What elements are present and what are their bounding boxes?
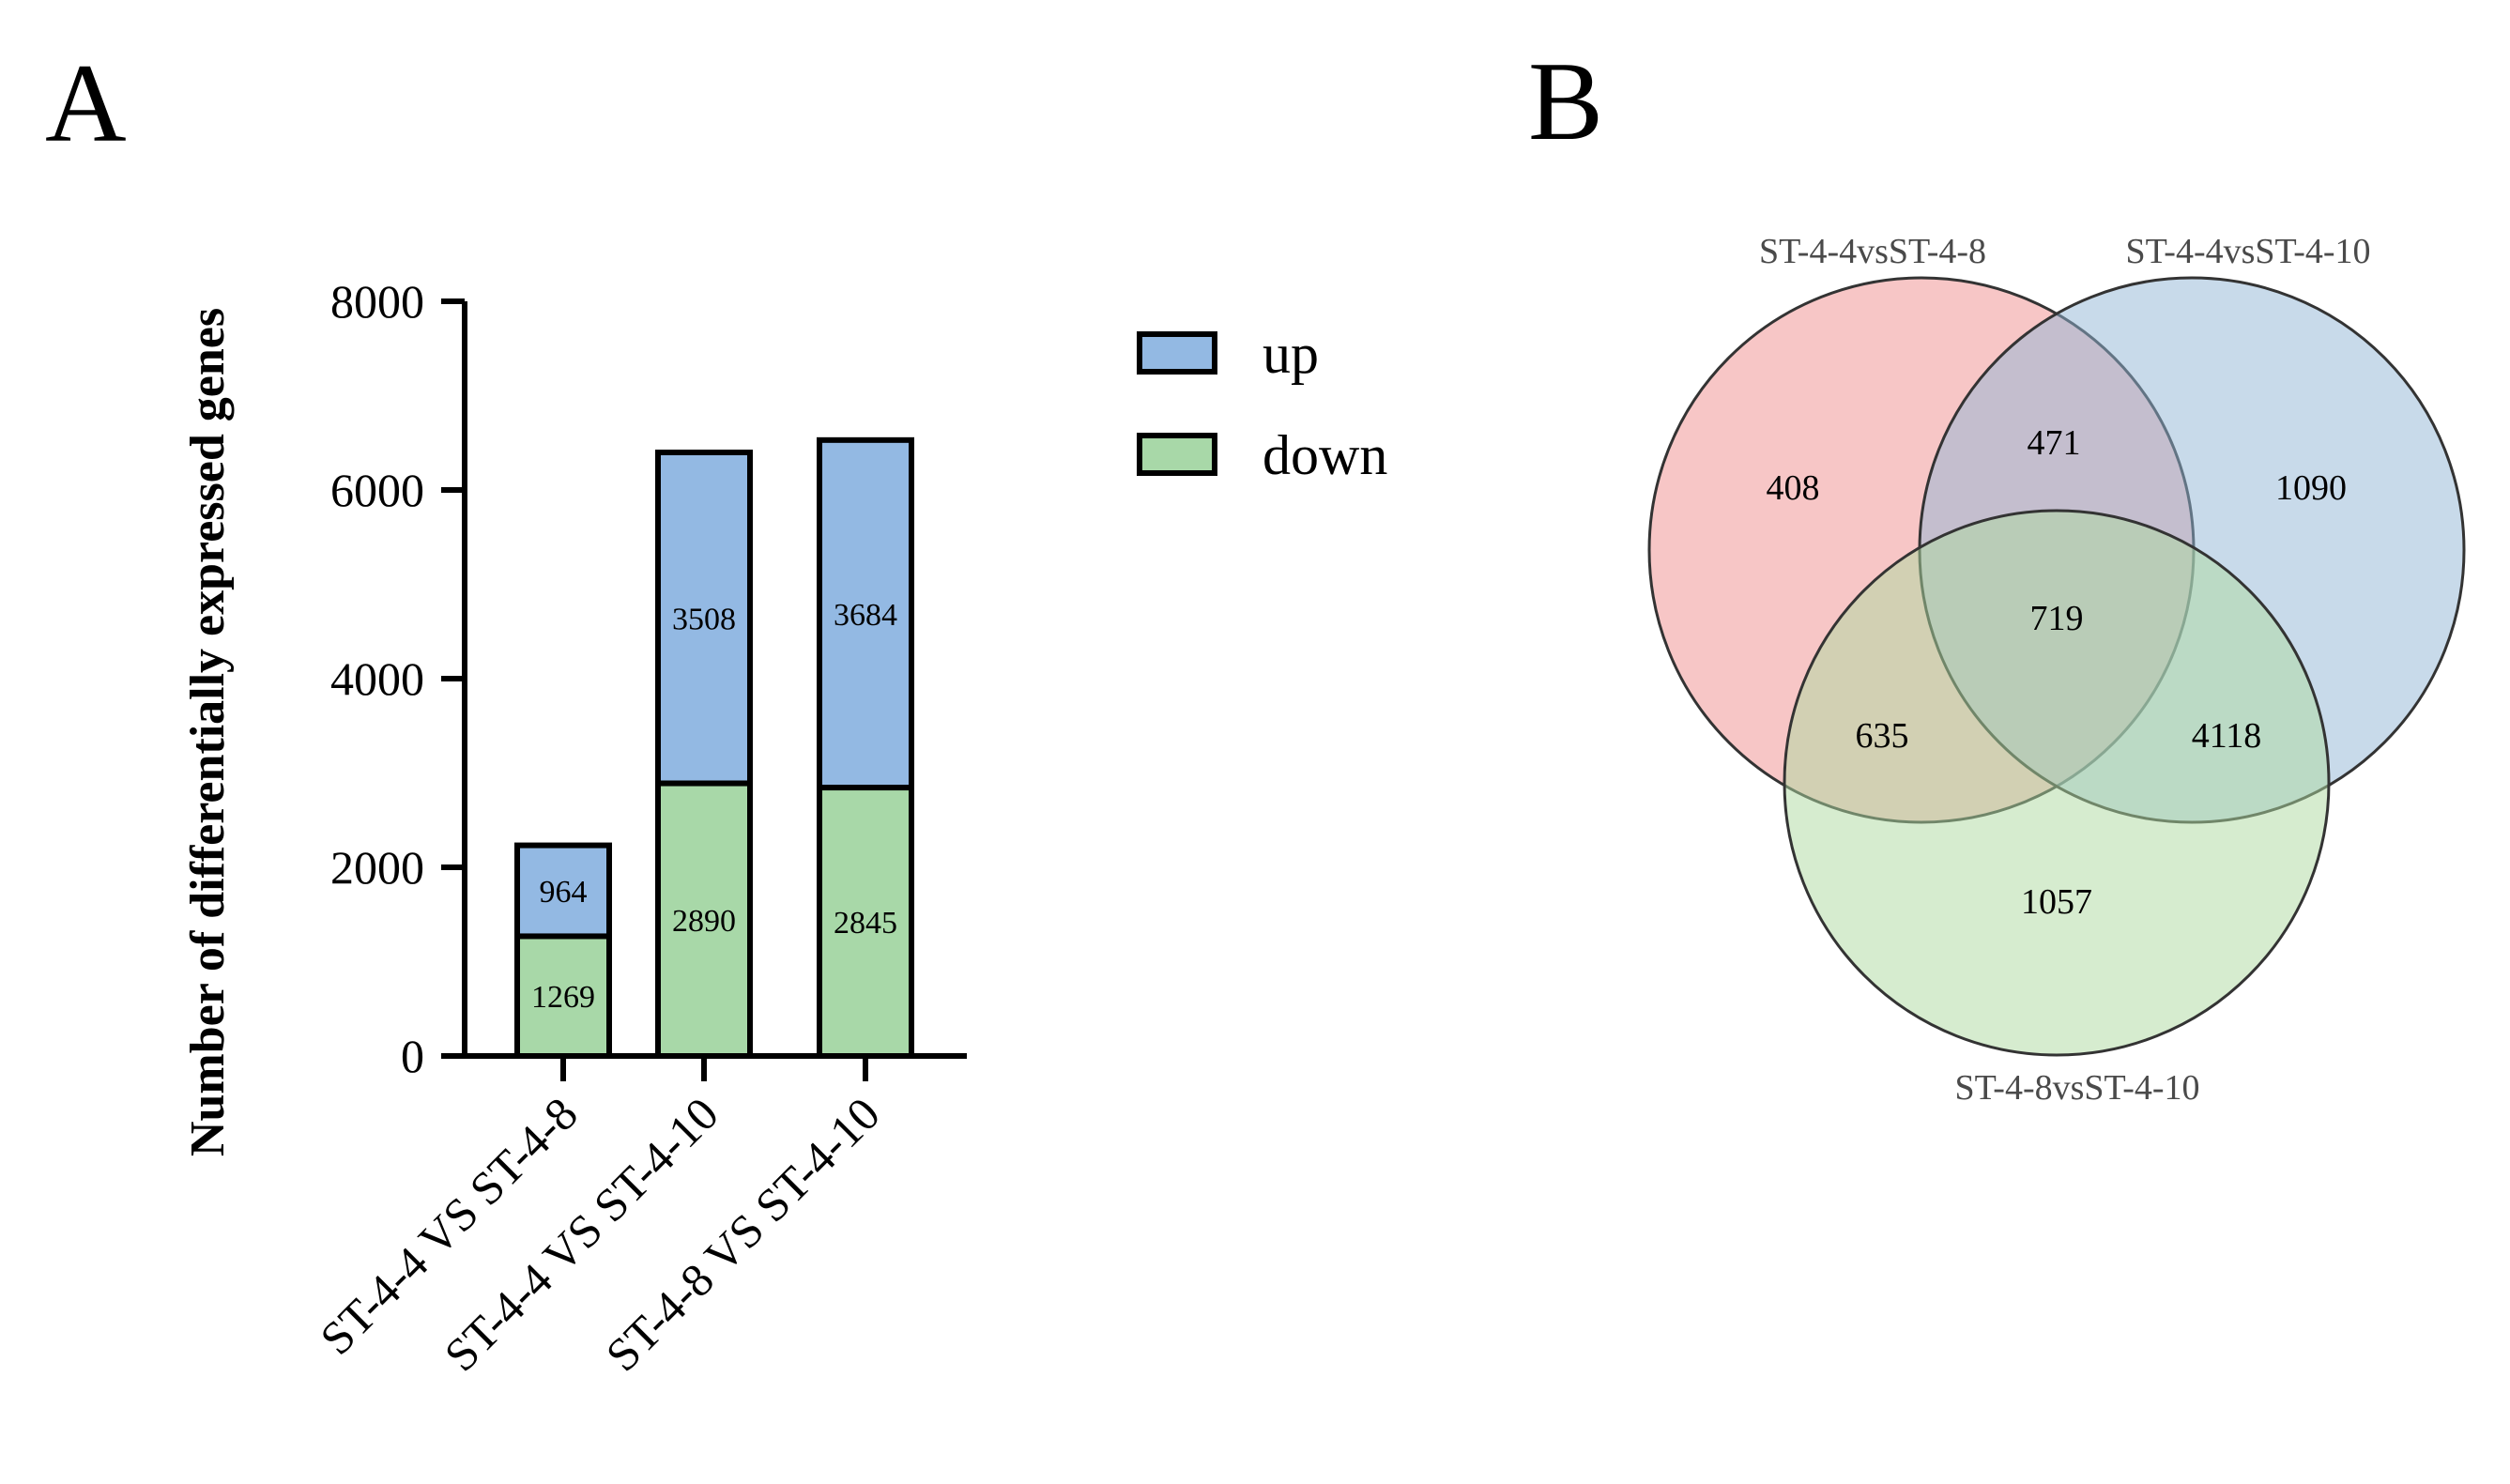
bar-down-value-label: 2845 bbox=[834, 906, 897, 941]
y-tick-label: 6000 bbox=[330, 464, 424, 516]
y-axis-title: Number of differentially expressed genes bbox=[181, 308, 235, 1156]
x-tick-label: ST-4-8 VS ST-4-10 bbox=[595, 1087, 889, 1381]
y-tick-label: 0 bbox=[401, 1030, 424, 1082]
y-ticks: 0 2000 4000 6000 8000 bbox=[330, 275, 465, 1082]
legend-label-down: down bbox=[1263, 424, 1387, 486]
x-ticks: ST-4-4 VS ST-4-8ST-4-4 VS ST-4-10ST-4-8 … bbox=[310, 1056, 890, 1382]
bar-up-segment bbox=[655, 450, 753, 787]
x-tick-label: ST-4-4 VS ST-4-10 bbox=[434, 1087, 727, 1381]
bar-down-segment bbox=[817, 785, 914, 1059]
bars: 964 1269 3508 2890 3684 2845 bbox=[514, 436, 914, 1060]
legend: up down bbox=[1137, 323, 1387, 486]
venn-region-b-only: 1090 bbox=[2275, 468, 2347, 508]
bar-down-value-label: 2890 bbox=[672, 904, 736, 939]
y-tick-label: 4000 bbox=[330, 652, 424, 705]
venn-region-a-only: 408 bbox=[1767, 468, 1820, 508]
y-tick-label: 2000 bbox=[330, 841, 424, 894]
venn-region-ab: 471 bbox=[2028, 423, 2081, 463]
venn-region-c-only: 1057 bbox=[2021, 882, 2092, 922]
bar-up-segment bbox=[817, 436, 914, 791]
x-tick-label: ST-4-4 VS ST-4-8 bbox=[310, 1087, 588, 1365]
venn-set-label-a: ST-4-4vsST-4-8 bbox=[1759, 232, 1986, 271]
venn-set-label-b: ST-4-4vsST-4-10 bbox=[2125, 232, 2370, 271]
bar-down-segment bbox=[514, 933, 612, 1060]
bar-up-value-label: 3684 bbox=[834, 598, 897, 633]
venn-region-ac: 635 bbox=[1856, 716, 1909, 756]
panel-a-letter: A bbox=[45, 40, 127, 165]
legend-swatch-down bbox=[1137, 433, 1217, 476]
venn-region-abc: 719 bbox=[2030, 599, 2084, 638]
panel-b-letter: B bbox=[1528, 38, 1603, 163]
venn-diagram: ST-4-4vsST-4-8 ST-4-4vsST-4-10 ST-4-8vsS… bbox=[1647, 232, 2466, 1108]
venn-circle-c bbox=[1783, 509, 2331, 1057]
bar-down-value-label: 1269 bbox=[531, 980, 595, 1015]
bar-up-value-label: 964 bbox=[540, 875, 588, 910]
y-tick-label: 8000 bbox=[330, 275, 424, 328]
venn-region-bc: 4118 bbox=[2192, 716, 2262, 756]
bar-chart: Number of differentially expressed genes… bbox=[181, 275, 1387, 1382]
legend-swatch-up bbox=[1137, 331, 1217, 375]
legend-label-up: up bbox=[1263, 323, 1319, 385]
bar-up-value-label: 3508 bbox=[672, 602, 736, 636]
venn-set-label-c: ST-4-8vsST-4-10 bbox=[1954, 1068, 2199, 1108]
